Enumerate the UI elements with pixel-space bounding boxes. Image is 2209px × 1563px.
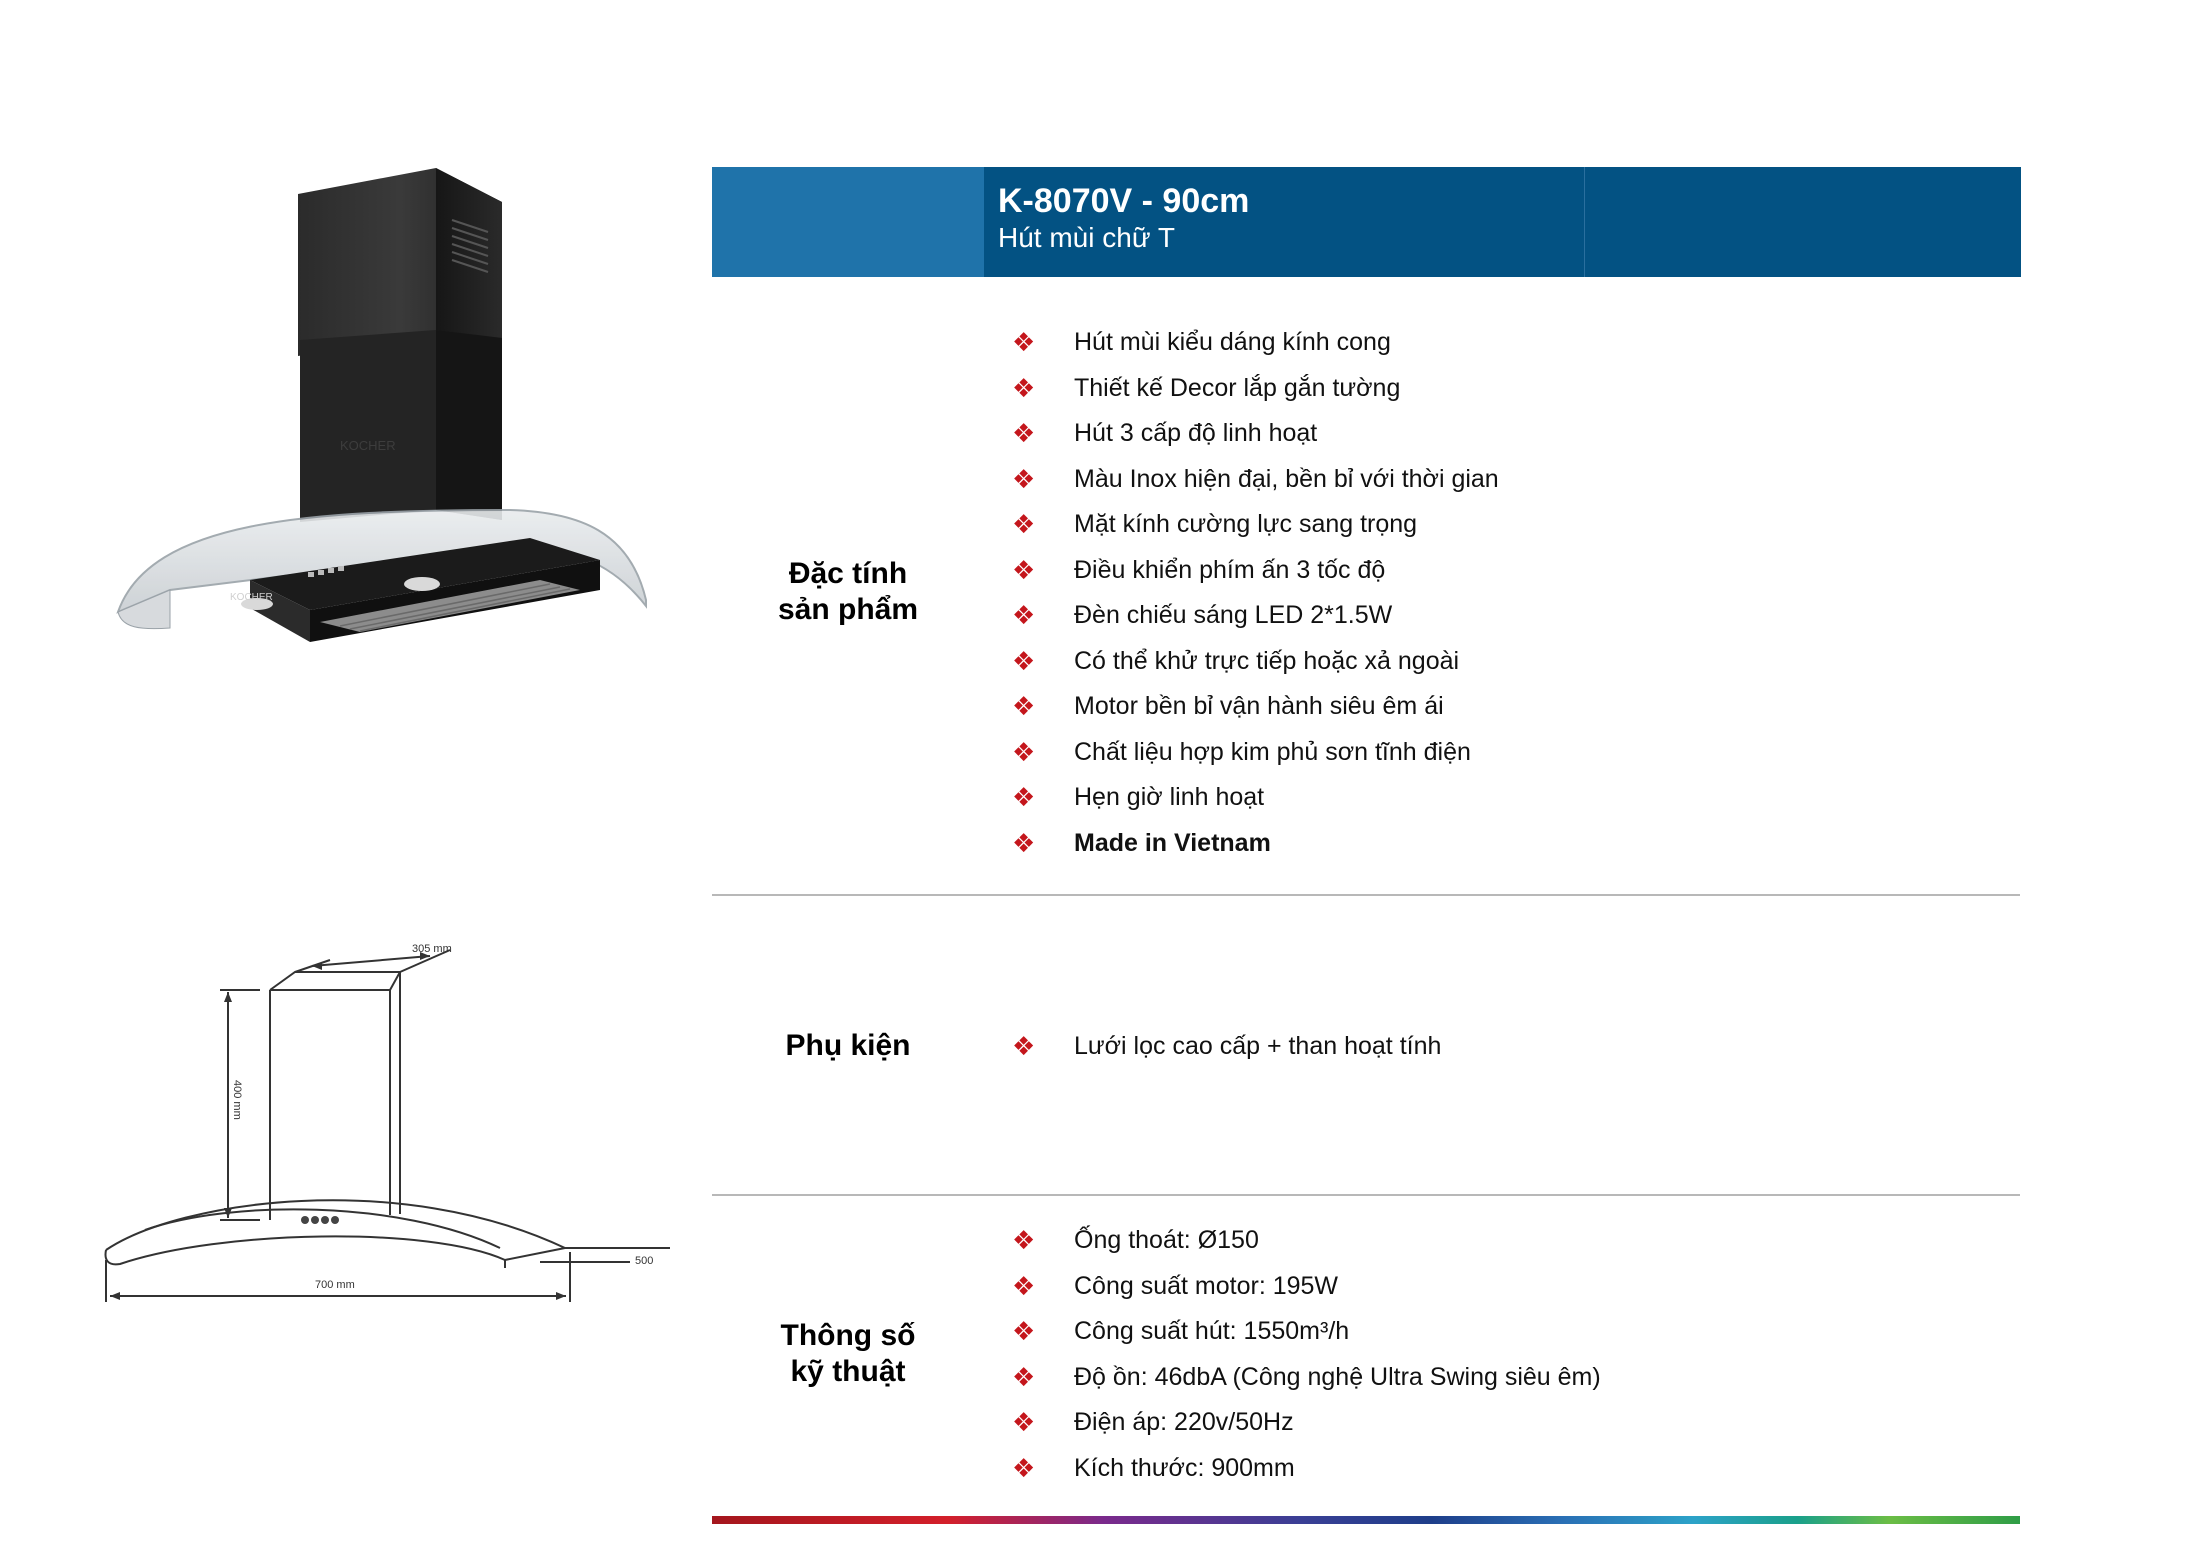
list-item: ❖ Hẹn giờ linh hoạt [1012, 775, 1499, 821]
dim-depth-label: 500 [635, 1255, 653, 1267]
range-hood-photo: KOCHER KOCHER [116, 168, 647, 642]
list-item-text: Có thể khử trực tiếp hoặc xả ngoài [1074, 646, 1460, 675]
list-item-text: Công suất motor: 195W [1074, 1271, 1339, 1300]
svg-text:KOCHER: KOCHER [340, 438, 396, 453]
list-item: ❖ Điện áp: 220v/50Hz [1012, 1400, 1601, 1446]
bullet-diamond-icon: ❖ [1012, 1452, 1036, 1483]
bullet-diamond-icon: ❖ [1012, 691, 1036, 722]
list-item: ❖ Độ ồn: 46dbA (Công nghệ Ultra Swing siê… [1012, 1355, 1601, 1401]
list-item: ❖ Công suất motor: 195W [1012, 1264, 1601, 1310]
list-item: ❖ Hút mùi kiểu dáng kính cong [1012, 320, 1499, 366]
bullet-diamond-icon: ❖ [1012, 509, 1036, 540]
brand-label: KOCHER [230, 592, 273, 603]
features-list: ❖ Hút mùi kiểu dáng kính cong ❖ Thiết kế De… [1012, 320, 1499, 866]
list-item-text: Ống thoát: Ø150 [1074, 1226, 1259, 1255]
bullet-diamond-icon: ❖ [1012, 418, 1036, 449]
list-item-text: Lưới lọc cao cấp + than hoạt tính [1074, 1032, 1442, 1061]
list-item-text: Điều khiển phím ấn 3 tốc độ [1074, 555, 1386, 584]
specs-label: Thông số kỹ thuật [780, 1319, 916, 1388]
list-item: ❖ Made in Vietnam [1012, 821, 1499, 867]
bullet-diamond-icon: ❖ [1012, 827, 1036, 858]
list-item-text: Motor bền bỉ vận hành siêu êm ái [1074, 692, 1444, 721]
model-subtitle: Hút mùi chữ T [998, 222, 1175, 253]
list-item-text: Chất liệu hợp kim phủ sơn tĩnh điện [1074, 737, 1471, 766]
list-item-text: Hẹn giờ linh hoạt [1074, 783, 1265, 812]
bullet-diamond-icon: ❖ [1012, 1031, 1036, 1062]
section-divider [712, 1194, 2020, 1196]
specs-list: ❖ Ống thoát: Ø150 ❖ Công suất motor: 195W ❖ C… [1012, 1218, 1601, 1491]
bottom-color-stripe [712, 1516, 2020, 1524]
list-item-text: Hút 3 cấp độ linh hoạt [1074, 419, 1318, 448]
bullet-diamond-icon: ❖ [1012, 463, 1036, 494]
list-item-text: Mặt kính cường lực sang trọng [1074, 510, 1418, 539]
bullet-diamond-icon: ❖ [1012, 372, 1036, 403]
list-item-text: Đèn chiếu sáng LED 2*1.5W [1074, 601, 1393, 630]
model-title: K-8070V - 90cm [998, 182, 1250, 220]
header-band-left [712, 167, 984, 277]
accessories-label: Phụ kiện [785, 1029, 911, 1062]
list-item: ❖ Kích thước: 900mm [1012, 1446, 1601, 1492]
bullet-diamond-icon: ❖ [1012, 1316, 1036, 1347]
accessories-list: ❖ Lưới lọc cao cấp + than hoạt tính [1012, 1024, 1441, 1070]
bullet-diamond-icon: ❖ [1012, 736, 1036, 767]
header-band [984, 167, 1584, 277]
list-item: ❖ Chất liệu hợp kim phủ sơn tĩnh điện [1012, 730, 1499, 776]
list-item: ❖ Ống thoát: Ø150 [1012, 1218, 1601, 1264]
list-item: ❖ Điều khiển phím ấn 3 tốc độ [1012, 548, 1499, 594]
list-item-text: Công suất hút: 1550m³/h [1074, 1317, 1350, 1346]
bullet-diamond-icon: ❖ [1012, 1407, 1036, 1438]
list-item-text: Điện áp: 220v/50Hz [1074, 1408, 1294, 1437]
list-item-text: Kích thước: 900mm [1074, 1453, 1295, 1482]
list-item: ❖ Hút 3 cấp độ linh hoạt [1012, 411, 1499, 457]
range-hood-dimension-drawing: 305 mm 400 mm 700 mm 500 [104, 943, 670, 1302]
list-item: ❖ Lưới lọc cao cấp + than hoạt tính [1012, 1024, 1441, 1070]
dim-top-label: 305 mm [412, 943, 452, 955]
dim-width-label: 700 mm [315, 1279, 355, 1291]
bullet-diamond-icon: ❖ [1012, 1225, 1036, 1256]
bullet-diamond-icon: ❖ [1012, 1361, 1036, 1392]
bullet-diamond-icon: ❖ [1012, 782, 1036, 813]
list-item: ❖ Motor bền bỉ vận hành siêu êm ái [1012, 684, 1499, 730]
bullet-diamond-icon: ❖ [1012, 1270, 1036, 1301]
list-item-text: Thiết kế Decor lắp gắn tường [1074, 373, 1401, 402]
list-item: ❖ Màu Inox hiện đại, bền bỉ với thời gian [1012, 457, 1499, 503]
header-band-right [1584, 167, 2021, 277]
list-item-text: Made in Vietnam [1074, 828, 1271, 857]
list-item: ❖ Công suất hút: 1550m³/h [1012, 1309, 1601, 1355]
bullet-diamond-icon: ❖ [1012, 600, 1036, 631]
list-item: ❖ Thiết kế Decor lắp gắn tường [1012, 366, 1499, 412]
bullet-diamond-icon: ❖ [1012, 554, 1036, 585]
list-item-text: Hút mùi kiểu dáng kính cong [1074, 328, 1391, 357]
dim-height-label: 400 mm [231, 1080, 243, 1120]
bullet-diamond-icon: ❖ [1012, 645, 1036, 676]
list-item-text: Màu Inox hiện đại, bền bỉ với thời gian [1074, 464, 1499, 493]
features-label: Đặc tính sản phẩm [777, 557, 919, 626]
bullet-diamond-icon: ❖ [1012, 327, 1036, 358]
list-item: ❖ Có thể khử trực tiếp hoặc xả ngoài [1012, 639, 1499, 685]
list-item: ❖ Mặt kính cường lực sang trọng [1012, 502, 1499, 548]
list-item-text: Độ ồn: 46dbA (Công nghệ Ultra Swing siêu… [1074, 1362, 1601, 1391]
section-divider [712, 894, 2020, 896]
list-item: ❖ Đèn chiếu sáng LED 2*1.5W [1012, 593, 1499, 639]
